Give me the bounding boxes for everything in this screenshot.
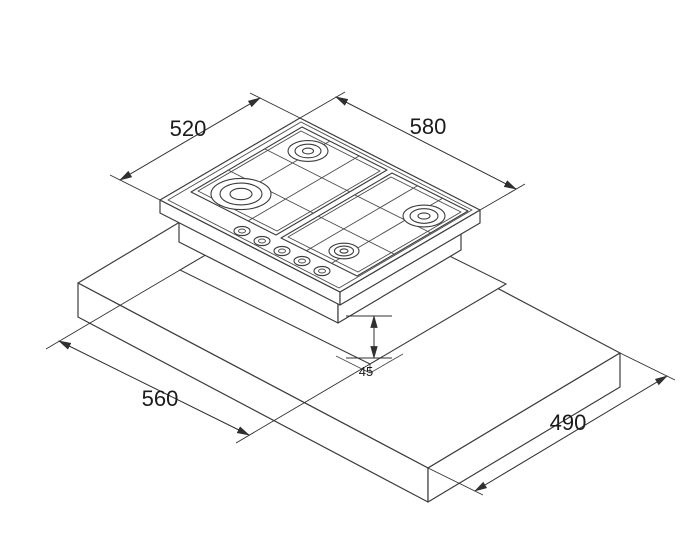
control-knob [273, 245, 291, 257]
dimension-line [58, 340, 250, 436]
grid-bars [305, 185, 444, 264]
dimension-cutout-width: 560 [45, 269, 371, 444]
grid-frame-inner [287, 176, 462, 273]
dimension-label-cutout-depth: 490 [550, 410, 587, 435]
control-knob [293, 255, 311, 267]
dimension-hob-width: 580 [299, 91, 526, 211]
extension-lines [109, 92, 301, 201]
burner-cap [339, 248, 349, 254]
control-knob-cap [238, 228, 246, 234]
grid-bars [218, 140, 360, 222]
cutout-depth-edge [335, 353, 404, 374]
extension-ticks [346, 315, 392, 359]
dimension-cutout-depth: 490 [427, 352, 676, 496]
dimension-label-installation-depth: 45 [359, 364, 373, 379]
dimension-line [474, 375, 668, 492]
dimension-line [335, 96, 517, 190]
control-knob [233, 225, 251, 237]
burner-back-right [402, 204, 446, 228]
burner-back-left [287, 140, 329, 162]
control-knob-cap [278, 248, 286, 254]
dimension-hob-depth: 520 [109, 92, 301, 201]
burner-front-right [328, 242, 360, 260]
burner-front-left-large [210, 177, 272, 211]
dimension-label-cutout-width: 560 [142, 386, 179, 411]
burner-cap [229, 187, 253, 201]
burner-cap [417, 212, 431, 220]
dimension-installation-depth: 45 [346, 314, 392, 379]
control-knob-cap [318, 268, 326, 274]
dimension-label-hob-width: 580 [410, 114, 447, 139]
pan-support-right [280, 172, 469, 277]
control-knob-cap [298, 258, 306, 264]
burner-cap [301, 147, 315, 155]
grid-frame-outer [280, 172, 469, 277]
control-knob [253, 235, 271, 247]
extension-lines [299, 91, 526, 211]
extension-lines [45, 269, 371, 444]
dimension-line [119, 97, 261, 181]
dimension-label-hob-depth: 520 [170, 116, 207, 141]
control-knob-cap [258, 238, 266, 244]
control-knob [313, 265, 331, 277]
control-knobs [233, 225, 331, 277]
